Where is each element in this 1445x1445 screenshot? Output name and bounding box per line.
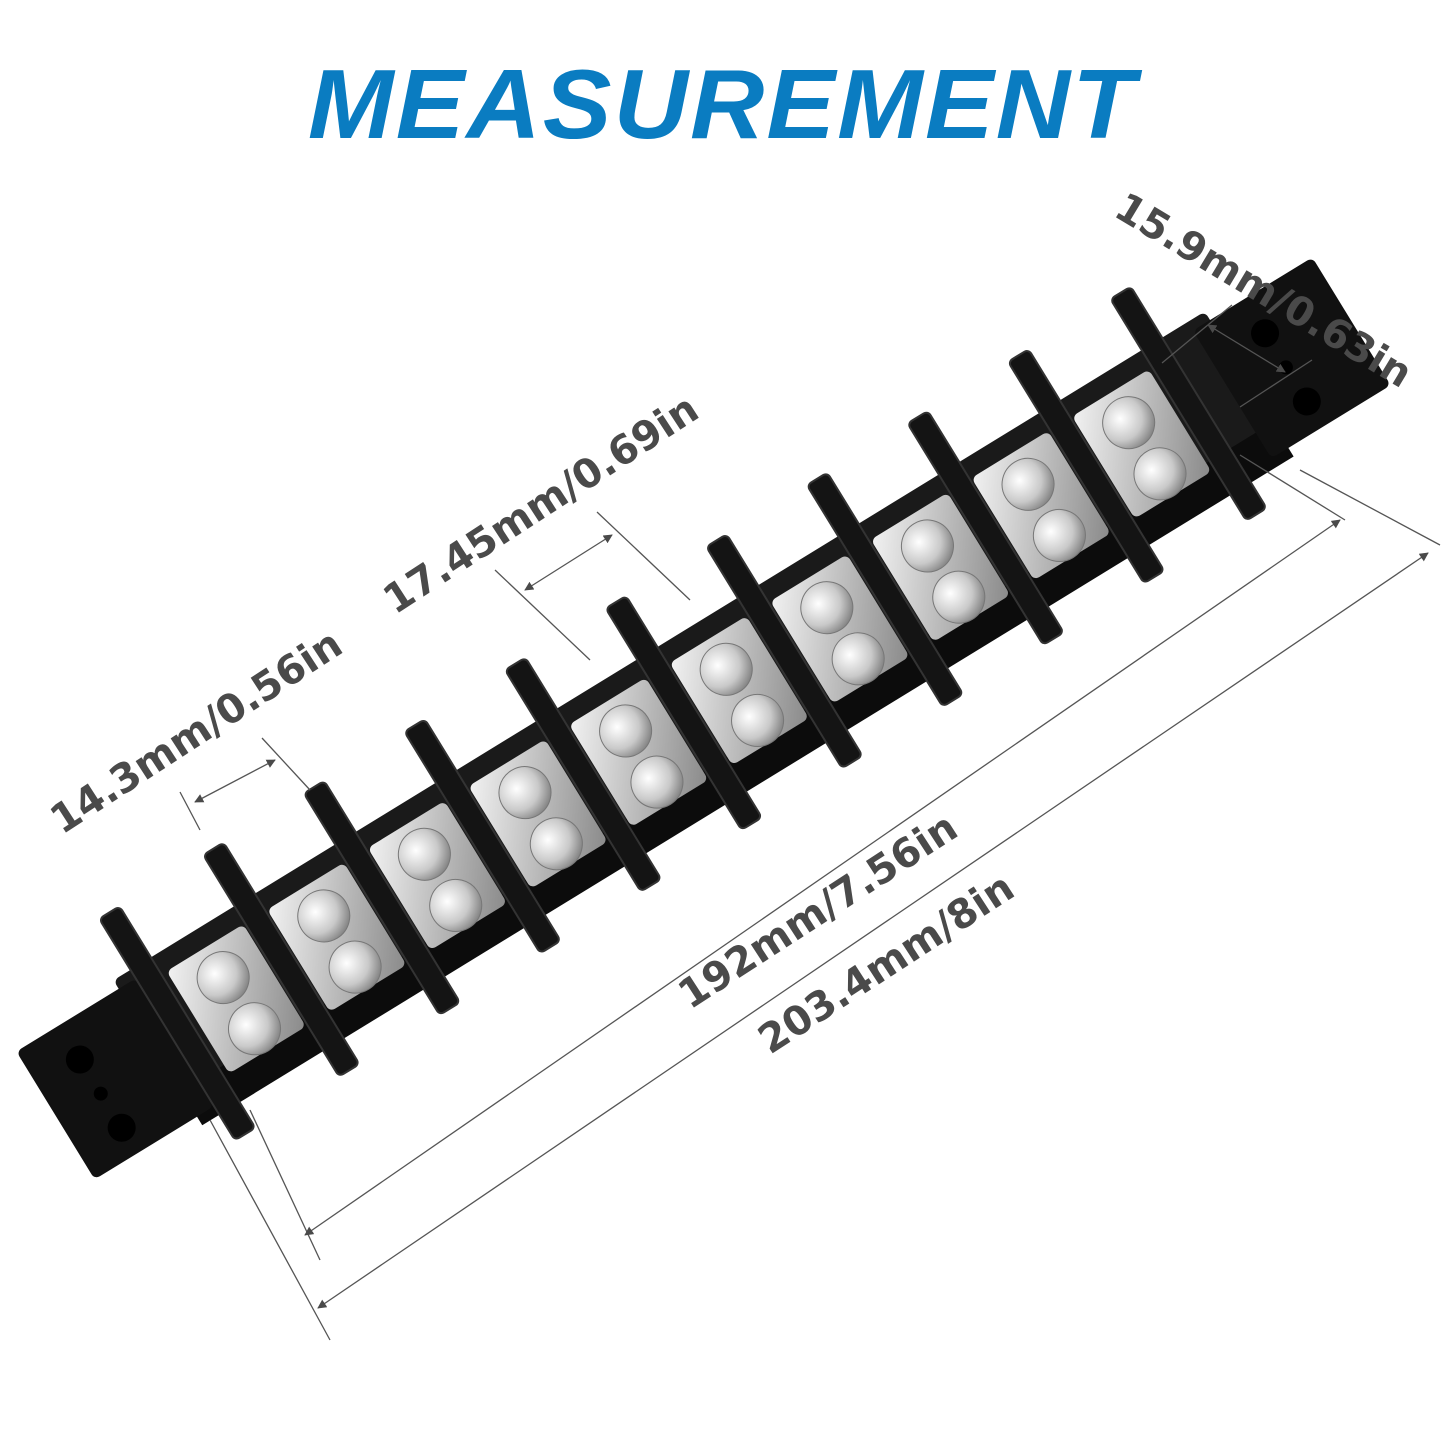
dimension-lines: [179, 304, 1441, 1341]
barrier-gap-label: 14.3mm/0.56in: [42, 621, 350, 843]
left-end-mount: [18, 980, 212, 1178]
terminal-pitch-label: 17.45mm/0.69in: [375, 386, 706, 624]
page-title: MEASUREMENT: [307, 49, 1138, 159]
